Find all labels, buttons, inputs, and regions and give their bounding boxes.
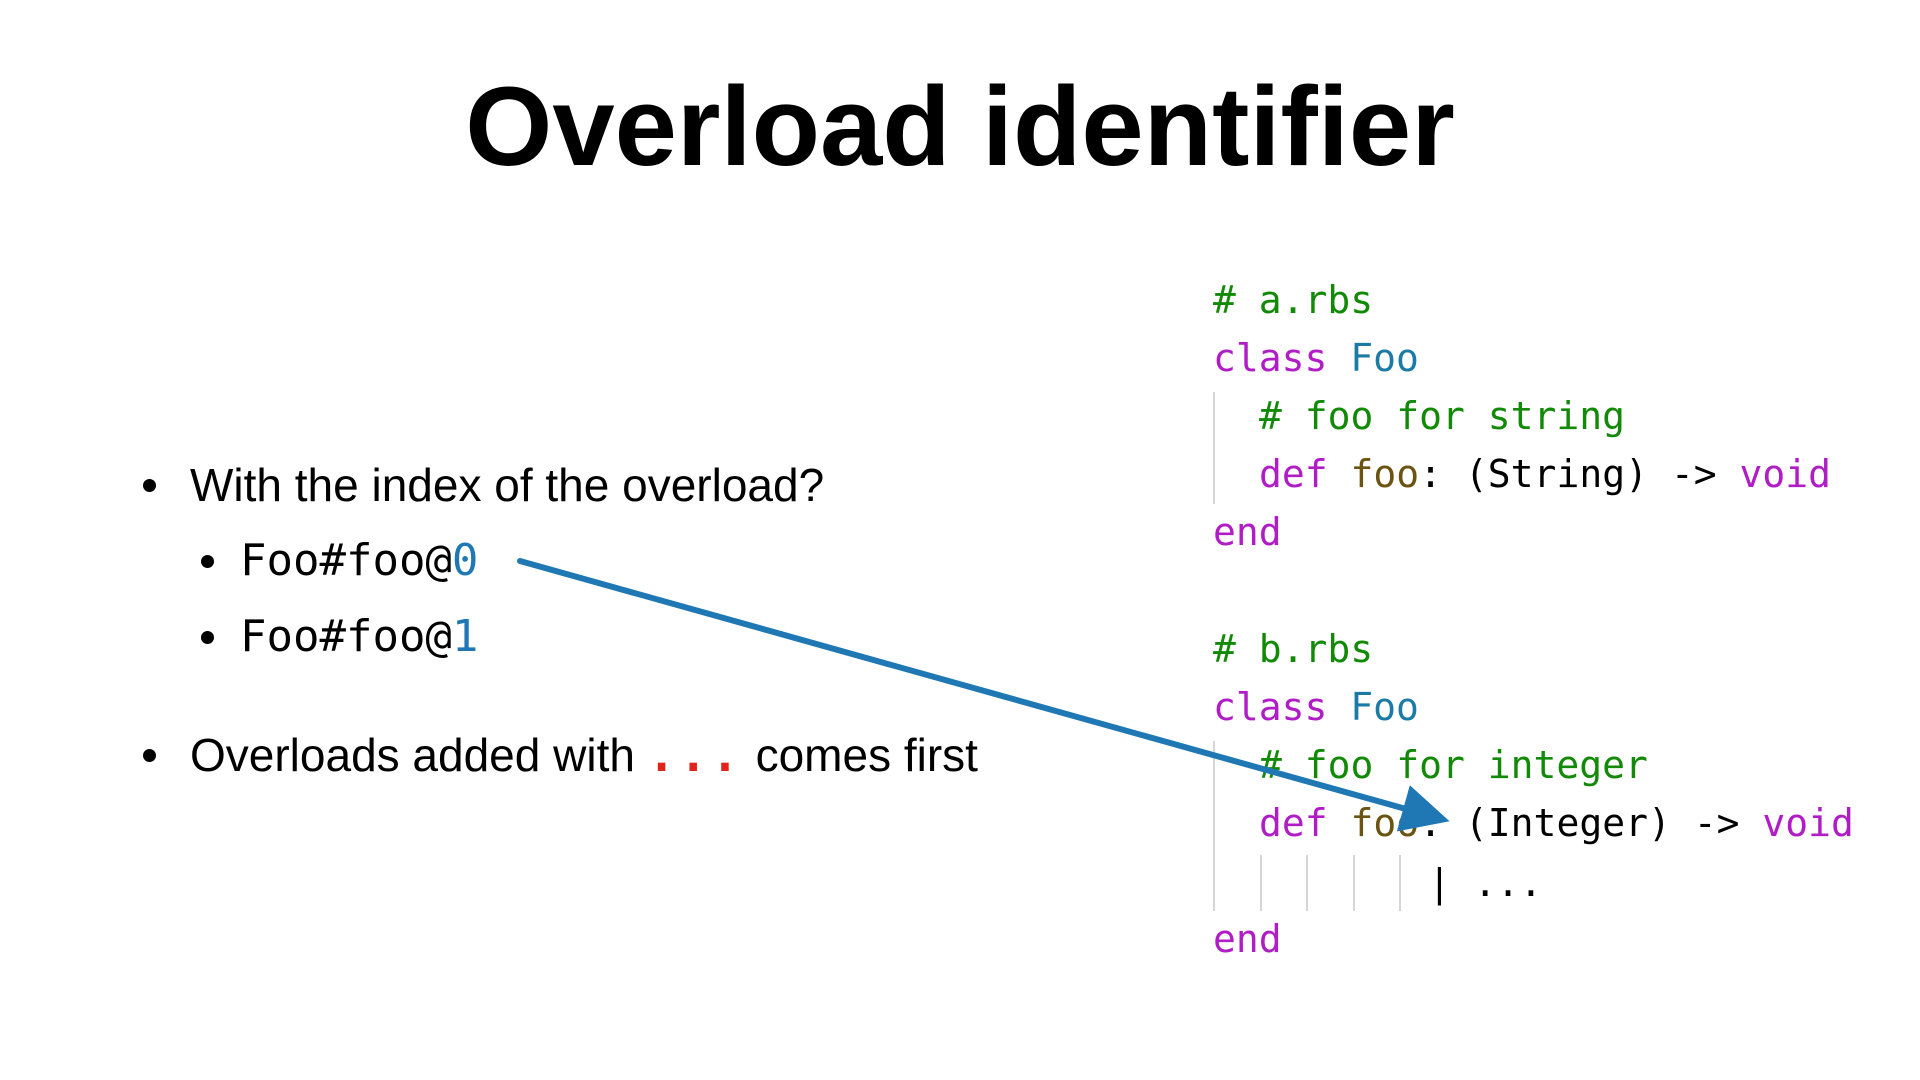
bullet-text-before: Overloads added with xyxy=(190,729,635,781)
indent-guide xyxy=(1213,392,1215,504)
bullet-dot-icon xyxy=(143,479,156,492)
code-b-class-line: class Foo xyxy=(1213,683,1419,731)
method-name: foo xyxy=(1350,801,1420,845)
sub-bullet-prefix: Foo#foo@ xyxy=(240,611,452,662)
sub-bullet-index: 0 xyxy=(451,535,479,586)
method-name: foo xyxy=(1350,452,1420,496)
class-name: Foo xyxy=(1350,685,1419,729)
code-b-def-line: def foo: (Integer) -> void xyxy=(1259,799,1854,847)
indent-guide xyxy=(1399,855,1401,911)
class-name: Foo xyxy=(1350,336,1419,380)
code-b-continuation: | ... xyxy=(1428,861,1543,905)
sub-bullet-prefix: Foo#foo@ xyxy=(240,535,452,586)
bullet-dot-icon xyxy=(143,749,156,762)
indent-guide xyxy=(1306,855,1308,911)
def-keyword: def xyxy=(1259,801,1328,845)
code-a-file-comment: # a.rbs xyxy=(1213,278,1374,322)
method-signature: : (Integer) -> xyxy=(1419,801,1763,845)
indent-guide xyxy=(1353,855,1355,911)
ellipsis-marker: ... xyxy=(647,728,743,782)
bullet-text-after: comes first xyxy=(755,729,978,781)
indent-guide xyxy=(1260,855,1262,911)
sub-bullet-code: Foo#foo@1 xyxy=(240,607,478,667)
code-b-file-comment: # b.rbs xyxy=(1213,627,1374,671)
method-signature: : (String) -> xyxy=(1419,452,1740,496)
bullet-dot-icon xyxy=(201,631,214,644)
indent-guide xyxy=(1213,741,1215,911)
code-a-class-line: class Foo xyxy=(1213,334,1419,382)
slide-title: Overload identifier xyxy=(465,64,1455,189)
code-a-def-line: def foo: (String) -> void xyxy=(1259,450,1831,498)
bullet-text: Overloads added with ... comes first xyxy=(190,725,978,785)
class-keyword: class xyxy=(1213,336,1328,380)
def-keyword: def xyxy=(1259,452,1328,496)
code-b-method-comment: # foo for integer xyxy=(1259,743,1648,787)
bullet-text: With the index of the overload? xyxy=(190,459,825,511)
sub-bullet-index: 1 xyxy=(451,611,479,662)
return-type: void xyxy=(1739,452,1831,496)
return-type: void xyxy=(1762,801,1854,845)
code-a-method-comment: # foo for string xyxy=(1259,394,1626,438)
code-b-end: end xyxy=(1213,917,1282,961)
bullet-dot-icon xyxy=(201,555,214,568)
sub-bullet-code: Foo#foo@0 xyxy=(240,531,478,591)
class-keyword: class xyxy=(1213,685,1328,729)
code-a-end: end xyxy=(1213,510,1282,554)
